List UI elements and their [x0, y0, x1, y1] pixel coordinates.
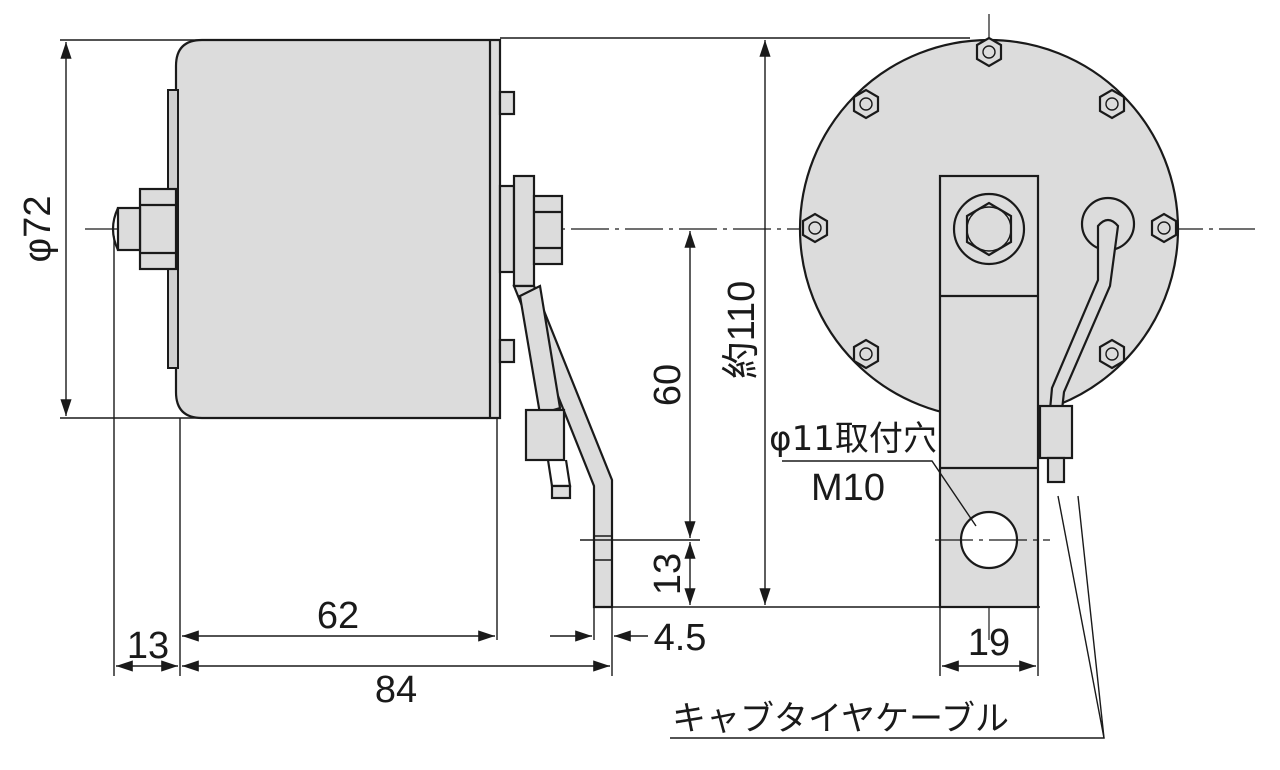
dim-bracket-thickness-label: 4.5: [654, 617, 707, 659]
dim-left-offset-label: 13: [127, 625, 169, 667]
cable-label: キャブタイヤケーブル: [672, 699, 1009, 739]
dim-overall-height-label: 約110: [721, 281, 763, 380]
dim-body-length-label: 62: [317, 595, 359, 637]
dim-hole-to-bottom-label: 13: [647, 553, 689, 595]
leader-mounting-hole: [782, 460, 977, 527]
mounting-bracket-side: [498, 174, 614, 609]
thread-label: M10: [811, 467, 885, 509]
dim-bracket-width-label: 19: [968, 622, 1010, 664]
face-bolts: [801, 36, 1178, 370]
motor-body: [174, 38, 502, 420]
mounting-bracket-front: [935, 174, 1050, 609]
dim-center-height-label: 60: [647, 364, 689, 406]
side-view: [60, 37, 1255, 676]
dim-diameter-label: φ72: [17, 196, 59, 263]
dim-total-length-label: 84: [375, 669, 417, 711]
shaft-nut-left: [111, 187, 178, 271]
front-view: [670, 14, 1180, 739]
mounting-hole-label: φ11取付穴: [769, 419, 937, 459]
cable-gland-front: [1038, 196, 1136, 484]
